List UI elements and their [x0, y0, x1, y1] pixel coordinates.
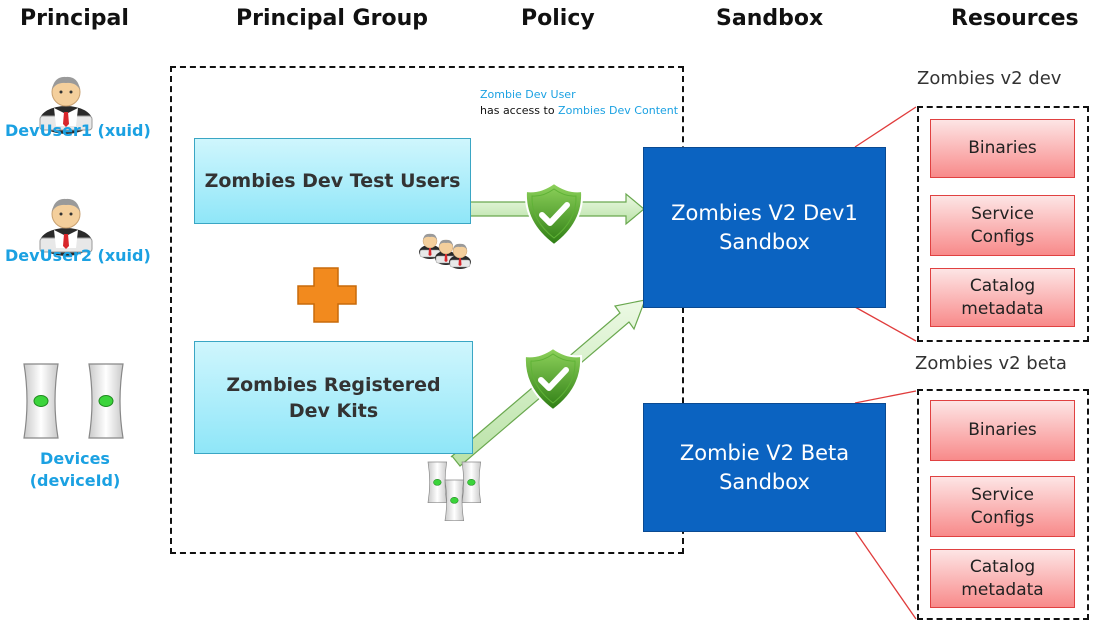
principal-devices-label: Devices [40, 449, 110, 468]
policy-access-text: has access to Zombies Dev Content [480, 103, 678, 118]
principal-user1-label: DevUser1 (xuid) [5, 121, 151, 140]
resource-label: Catalog metadata [961, 275, 1044, 319]
group-test-users-label: Zombies Dev Test Users [204, 170, 461, 192]
group-test-users: Zombies Dev Test Users [194, 138, 471, 224]
resource-dev-catalog-metadata: Catalog metadata [930, 268, 1075, 327]
sandbox-beta-label: Zombie V2 Beta Sandbox [679, 440, 850, 494]
resource-label: Service Configs [970, 203, 1035, 247]
group-dev-kits-label: Zombies Registered Dev Kits [226, 373, 441, 422]
header-principal-group: Principal Group [236, 6, 428, 31]
plus-icon [297, 267, 357, 323]
group-dev-kits: Zombies Registered Dev Kits [194, 341, 473, 454]
resource-beta-binaries: Binaries [930, 400, 1075, 461]
resources-dev-container [917, 106, 1089, 342]
resource-dev-binaries: Binaries [930, 119, 1075, 178]
resources-beta-container [917, 389, 1089, 620]
resource-beta-catalog-metadata: Catalog metadata [930, 549, 1075, 608]
device-console-icon [23, 363, 59, 439]
policy-access-target: Zombies Dev Content [558, 104, 679, 117]
connector-lines [854, 106, 917, 620]
policy-access-prefix: has access to [480, 104, 559, 117]
device-console-icon [88, 363, 124, 439]
principal-user2-label: DevUser2 (xuid) [5, 246, 151, 265]
resource-dev-service-configs: Service Configs [930, 195, 1075, 256]
header-policy: Policy [521, 6, 595, 31]
environment-dev-title: Zombies v2 dev [917, 68, 1062, 89]
sandbox-dev1-label: Zombies V2 Dev1 Sandbox [671, 200, 858, 254]
resource-label: Catalog metadata [961, 556, 1044, 600]
header-resources: Resources [951, 6, 1079, 31]
policy-principal-text: Zombie Dev User [480, 88, 576, 101]
resource-label: Service Configs [970, 484, 1035, 528]
resource-beta-service-configs: Service Configs [930, 476, 1075, 537]
principal-group-container [170, 66, 684, 554]
principal-devices-id-label: (deviceId) [29, 471, 121, 490]
environment-beta-title: Zombies v2 beta [915, 353, 1067, 374]
resource-label: Binaries [968, 420, 1037, 440]
sandbox-dev1: Zombies V2 Dev1 Sandbox [643, 147, 886, 308]
resource-label: Binaries [968, 138, 1037, 158]
sandbox-beta: Zombie V2 Beta Sandbox [643, 403, 886, 532]
header-sandbox: Sandbox [716, 6, 824, 31]
header-principal: Principal [20, 6, 129, 31]
